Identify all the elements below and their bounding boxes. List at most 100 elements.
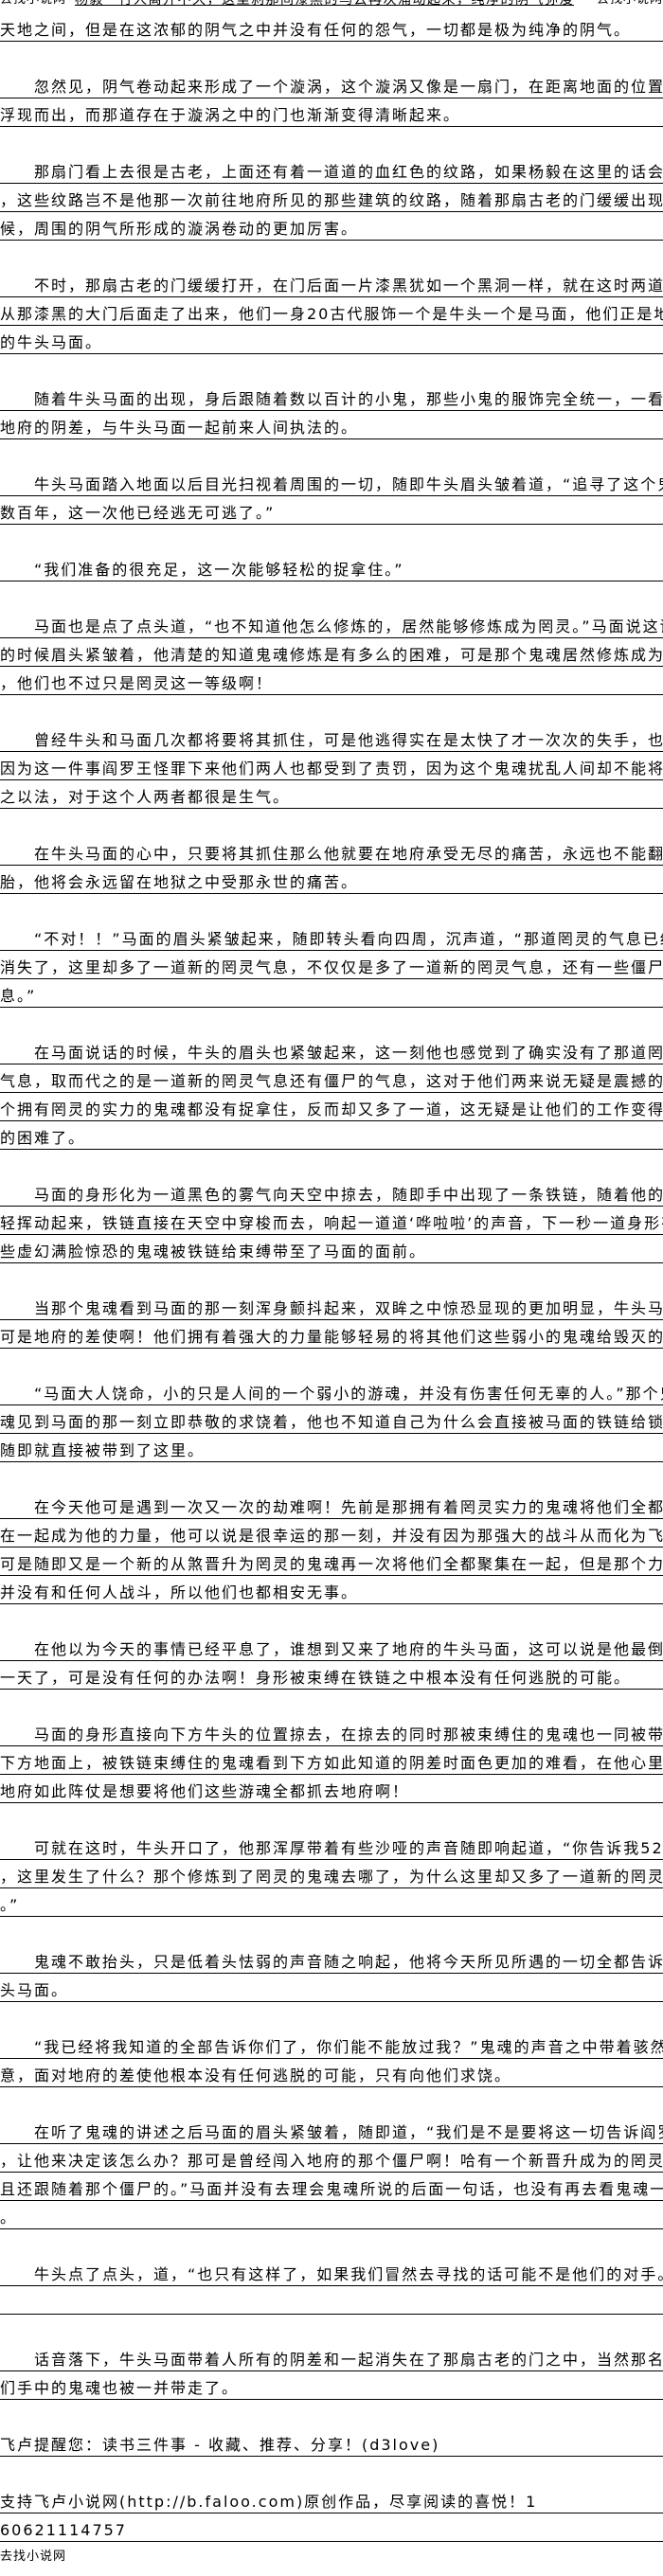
text-line: 头马面。 <box>0 1974 663 2002</box>
paragraph-gap <box>0 439 663 468</box>
paragraph-text: 在一起成为他的力量，他可以说是很幸运的那一刻，并没有因为那强大的战斗从而化为飞灰… <box>0 1527 663 1545</box>
paragraph-gap <box>0 581 663 610</box>
text-line: 随即就直接被带到了这里。 <box>0 1434 663 1462</box>
site-name-right[interactable]: 去找小说网 <box>597 0 663 8</box>
paragraph-gap <box>0 525 663 553</box>
paragraph-text: 马面也是点了点头道，“也不知道他怎么修炼的，居然能够修炼成为罔灵。”马面说这话 <box>34 617 663 635</box>
text-line: 之以法，对于这个人两者都很是生气。 <box>0 780 663 809</box>
paragraph-text: 一天了，可是没有任何的办法啊！身形被束缚在铁链之中根本没有任何逃脱的可能。 <box>0 1669 632 1687</box>
paragraph-text: 的牛头马面。 <box>0 333 103 351</box>
text-line: 息。” <box>0 979 663 1008</box>
paragraph-text: 消失了，这里却多了一道新的罔灵气息，不仅仅是多了一道新的罔灵气息，还有一些僵尸的… <box>0 958 663 976</box>
text-line: 数百年，这一次他已经逃无可逃了。” <box>0 496 663 525</box>
paragraph-text: 可就在这时，牛头开口了，他那浑厚带着有些沙哑的声音随即响起道，“你告诉我527 <box>34 1839 663 1857</box>
text-line: “不对！！”马面的眉头紧皱起来，随即转头看向四周，沉声道，“那道罔灵的气息已经 <box>0 922 663 951</box>
paragraph-text: 牛头马面踏入地面以后目光扫视着周围的一切，随即牛头眉头皱着道，“追寻了这个鬼魂 <box>34 475 663 493</box>
paragraph-text: 在听了鬼魂的讲述之后马面的眉头紧皱着，随即道，“我们是不是要将这一切告诉阎罗王 <box>34 2123 663 2141</box>
text-line: 地府的阴差，与牛头马面一起前来人间执法的。 <box>0 411 663 439</box>
paragraph-text: 个拥有罔灵的实力的鬼魂都没有捉拿住，反而却又多了一道，这无疑是让他们的工作变得更… <box>0 1100 663 1118</box>
paragraph-text: 60621114757 <box>0 2521 127 2539</box>
paragraph-gap <box>0 2229 663 2258</box>
text-line: 在一起成为他的力量，他可以说是很幸运的那一刻，并没有因为那强大的战斗从而化为飞灰… <box>0 1519 663 1547</box>
text-line: 些虚幻满脸惊恐的鬼魂被铁链给束缚带至了马面的面前。 <box>0 1235 663 1263</box>
paragraph-text: 并没有和任何人战斗，所以他们也都相安无事。 <box>0 1583 359 1601</box>
text-line: 飞卢提醒您：读书三件事 - 收藏、推荐、分享！(d3love) <box>0 2428 663 2457</box>
text-line: 可就在这时，牛头开口了，他那浑厚带着有些沙哑的声音随即响起道，“你告诉我527 <box>0 1832 663 1860</box>
paragraph-text: 轻挥动起来，铁链直接在天空中穿梭而去，响起一道道‘哗啦啦’的声音，下一秒一道身形… <box>0 1214 663 1232</box>
text-line: 在马面说话的时候，牛头的眉头也紧皱起来，这一刻他也感觉到了确实没有了那道罔灵的 <box>0 1036 663 1064</box>
paragraph-gap <box>0 2002 663 2030</box>
paragraph-text: 马面的身形化为一道黑色的雾气向天空中掠去，随即手中出现了一条铁链，随着他的手轻 <box>34 1186 663 1204</box>
text-line: 支持飞卢小说网(http://b.faloo.com)原创作品，尽享阅读的喜悦！… <box>0 2485 663 2513</box>
paragraph-gap <box>0 127 663 155</box>
paragraph-text: 支持飞卢小说网(http://b.faloo.com)原创作品，尽享阅读的喜悦！… <box>0 2493 538 2511</box>
paragraph-gap <box>0 1263 663 1292</box>
paragraph-text: ，让他来决定该怎么办？那可是曾经闯入地府的那个僵尸啊！哈有一个新晋升成为的罔灵，… <box>0 2152 663 2170</box>
paragraph-text: 在他以为今天的事情已经平息了，谁想到又来了地府的牛头马面，这可以说是他最倒霉的 <box>34 1640 663 1658</box>
text-line: 消失了，这里却多了一道新的罔灵气息，不仅仅是多了一道新的罔灵气息，还有一些僵尸的… <box>0 951 663 979</box>
paragraph-text: 在今天他可是遇到一次又一次的劫难啊！先前是那拥有着罔灵实力的鬼魂将他们全都聚集 <box>34 1498 663 1516</box>
paragraph-text: 魂见到马面的那一刻立即恭敬的求饶着，他也不知道自己为什么会直接被马面的铁链给锁住… <box>0 1413 663 1431</box>
text-line: 候，周围的阴气所形成的漩涡卷动的更加厉害。 <box>0 212 663 241</box>
paragraph-text: 地府的阴差，与牛头马面一起前来人间执法的。 <box>0 419 359 437</box>
text-line: “我已经将我知道的全部告诉你们了，你们能不能放过我？”鬼魂的声音之中带着骇然之 <box>0 2030 663 2059</box>
paragraph-text: 的困难了。 <box>0 1129 86 1147</box>
text-line: 牛头点了点头，道，“也只有这样了，如果我们冒然去寻找的话可能不是他们的对手。” <box>0 2258 663 2286</box>
paragraph-text: “我已经将我知道的全部告诉你们了，你们能不能放过我？”鬼魂的声音之中带着骇然之 <box>34 2038 663 2056</box>
paragraph-gap <box>0 809 663 837</box>
paragraph-text: 因为这一件事阎罗王怪罪下来他们两人也都受到了责罚，因为这个鬼魂扰乱人间却不能将其… <box>0 760 663 778</box>
text-line: 可是地府的差使啊！他们拥有着强大的力量能够轻易的将其他们这些弱小的鬼魂给毁灭的。 <box>0 1320 663 1349</box>
paragraph-text: 从那漆黑的大门后面走了出来，他们一身20古代服饰一个是牛头一个是马面，他们正是地… <box>0 305 663 323</box>
paragraph-gap <box>0 1690 663 1718</box>
text-line: 且还跟随着那个僵尸的。”马面并没有去理会鬼魂所说的后面一句话，也没有再去看鬼魂一… <box>0 2173 663 2201</box>
text-line: 天地之间，但是在这浓郁的阴气之中并没有任何的怨气，一切都是极为纯净的阴气。 <box>0 13 663 42</box>
text-line: 当那个鬼魂看到马面的那一刻浑身颤抖起来，双眸之中惊恐显现的更加明显，牛头马面 <box>0 1292 663 1320</box>
paragraph-gap <box>0 695 663 724</box>
paragraph-gap <box>0 241 663 269</box>
text-line: 轻挥动起来，铁链直接在天空中穿梭而去，响起一道道‘哗啦啦’的声音，下一秒一道身形… <box>0 1207 663 1235</box>
paragraph-text: 话音落下，牛头马面带着人所有的阴差和一起消失在了那扇古老的门之中，当然那名在他 <box>34 2351 663 2369</box>
text-line: 那扇门看上去很是古老，上面还有着一道道的血红色的纹路，如果杨毅在这里的话会发现 <box>0 155 663 184</box>
paragraph-gap <box>0 2400 663 2428</box>
footer-site-name[interactable]: 去找小说网 <box>0 2549 67 2564</box>
paragraph-text: 忽然见，阴气卷动起来形成了一个漩涡，这个漩涡又像是一扇门，在距离地面的位置缓缓 <box>34 78 663 96</box>
paragraph-text: 飞卢提醒您：读书三件事 - 收藏、推荐、分享！(d3love) <box>0 2436 440 2454</box>
text-line: 。” <box>0 1888 663 1917</box>
paragraph-text: “马面大人饶命，小的只是人间的一个弱小的游魂，并没有伤害任何无辜的人。”那个鬼 <box>34 1385 663 1403</box>
text-line: 牛头马面踏入地面以后目光扫视着周围的一切，随即牛头眉头皱着道，“追寻了这个鬼魂 <box>0 468 663 496</box>
text-line: 个拥有罔灵的实力的鬼魂都没有捉拿住，反而却又多了一道，这无疑是让他们的工作变得更… <box>0 1093 663 1121</box>
text-line: 浮现而出，而那道存在于漩涡之中的门也渐渐变得清晰起来。 <box>0 98 663 127</box>
text-line: 因为这一件事阎罗王怪罪下来他们两人也都受到了责罚，因为这个鬼魂扰乱人间却不能将其… <box>0 752 663 780</box>
text-line: 意，面对地府的差使他根本没有任何逃脱的可能，只有向他们求饶。 <box>0 2059 663 2087</box>
paragraph-text: ，这些纹路岂不是他那一次前往地府所见的那些建筑的纹路，随着那扇古老的门缓缓出现的… <box>0 191 663 209</box>
paragraph-gap <box>0 354 663 383</box>
paragraph-gap <box>0 1462 663 1491</box>
paragraph-gap <box>0 2087 663 2116</box>
paragraph-text: 息。” <box>0 987 37 1005</box>
paragraph-text: 在马面说话的时候，牛头的眉头也紧皱起来，这一刻他也感觉到了确实没有了那道罔灵的 <box>34 1044 663 1062</box>
text-line: 忽然见，阴气卷动起来形成了一个漩涡，这个漩涡又像是一扇门，在距离地面的位置缓缓 <box>0 70 663 98</box>
paragraph-text: 们手中的鬼魂也被一并带走了。 <box>0 2379 240 2397</box>
paragraph-text: 那扇门看上去很是古老，上面还有着一道道的血红色的纹路，如果杨毅在这里的话会发现 <box>34 163 663 181</box>
text-line: 在他以为今天的事情已经平息了，谁想到又来了地府的牛头马面，这可以说是他最倒霉的 <box>0 1633 663 1661</box>
paragraph-text: 天地之间，但是在这浓郁的阴气之中并没有任何的怨气，一切都是极为纯净的阴气。 <box>0 21 632 39</box>
paragraph-text: 不时，那扇古老的门缓缓打开，在门后面一片漆黑犹如一个黑洞一样，就在这时两道身形 <box>34 277 663 295</box>
text-line: “我们准备的很充足，这一次能够轻松的捉拿住。” <box>0 553 663 581</box>
paragraph-text: 的时候眉头紧皱着，他清楚的知道鬼魂修炼是有多么的困难，可是那个鬼魂居然修炼成为罔… <box>0 646 663 664</box>
text-line: 60621114757 <box>0 2513 663 2542</box>
text-line: 话音落下，牛头马面带着人所有的阴差和一起消失在了那扇古老的门之中，当然那名在他 <box>0 2343 663 2371</box>
text-line <box>0 2286 663 2315</box>
paragraph-text: 在牛头马面的心中，只要将其抓住那么他就要在地府承受无尽的痛苦，永远也不能翻生投 <box>34 845 663 863</box>
text-line: 的时候眉头紧皱着，他清楚的知道鬼魂修炼是有多么的困难，可是那个鬼魂居然修炼成为罔… <box>0 638 663 667</box>
text-line: 魂见到马面的那一刻立即恭敬的求饶着，他也不知道自己为什么会直接被马面的铁链给锁住… <box>0 1405 663 1434</box>
paragraph-text: 。 <box>0 2209 18 2227</box>
paragraph-text: 随即就直接被带到了这里。 <box>0 1441 206 1459</box>
site-name-left[interactable]: 去找小说网 <box>0 0 66 8</box>
text-line: 去找小说网去找小说网杨毅一行人离开不久，这里刹那间漆黑的乌云再次涌动起来，纯净的… <box>0 0 663 13</box>
text-line: 马面的身形化为一道黑色的雾气向天空中掠去，随即手中出现了一条铁链，随着他的手轻 <box>0 1178 663 1207</box>
paragraph-gap <box>0 1349 663 1377</box>
text-line: ，他们也不过只是罔灵这一等级啊！ <box>0 667 663 695</box>
paragraph-text: 且还跟随着那个僵尸的。”马面并没有去理会鬼魂所说的后面一句话，也没有再去看鬼魂一… <box>0 2180 663 2198</box>
paragraph-gap <box>0 2315 663 2343</box>
text-line: 可是随即又是一个新的从煞晋升为罔灵的鬼魂再一次将他们全都聚集在一起，但是那个力量… <box>0 1547 663 1576</box>
